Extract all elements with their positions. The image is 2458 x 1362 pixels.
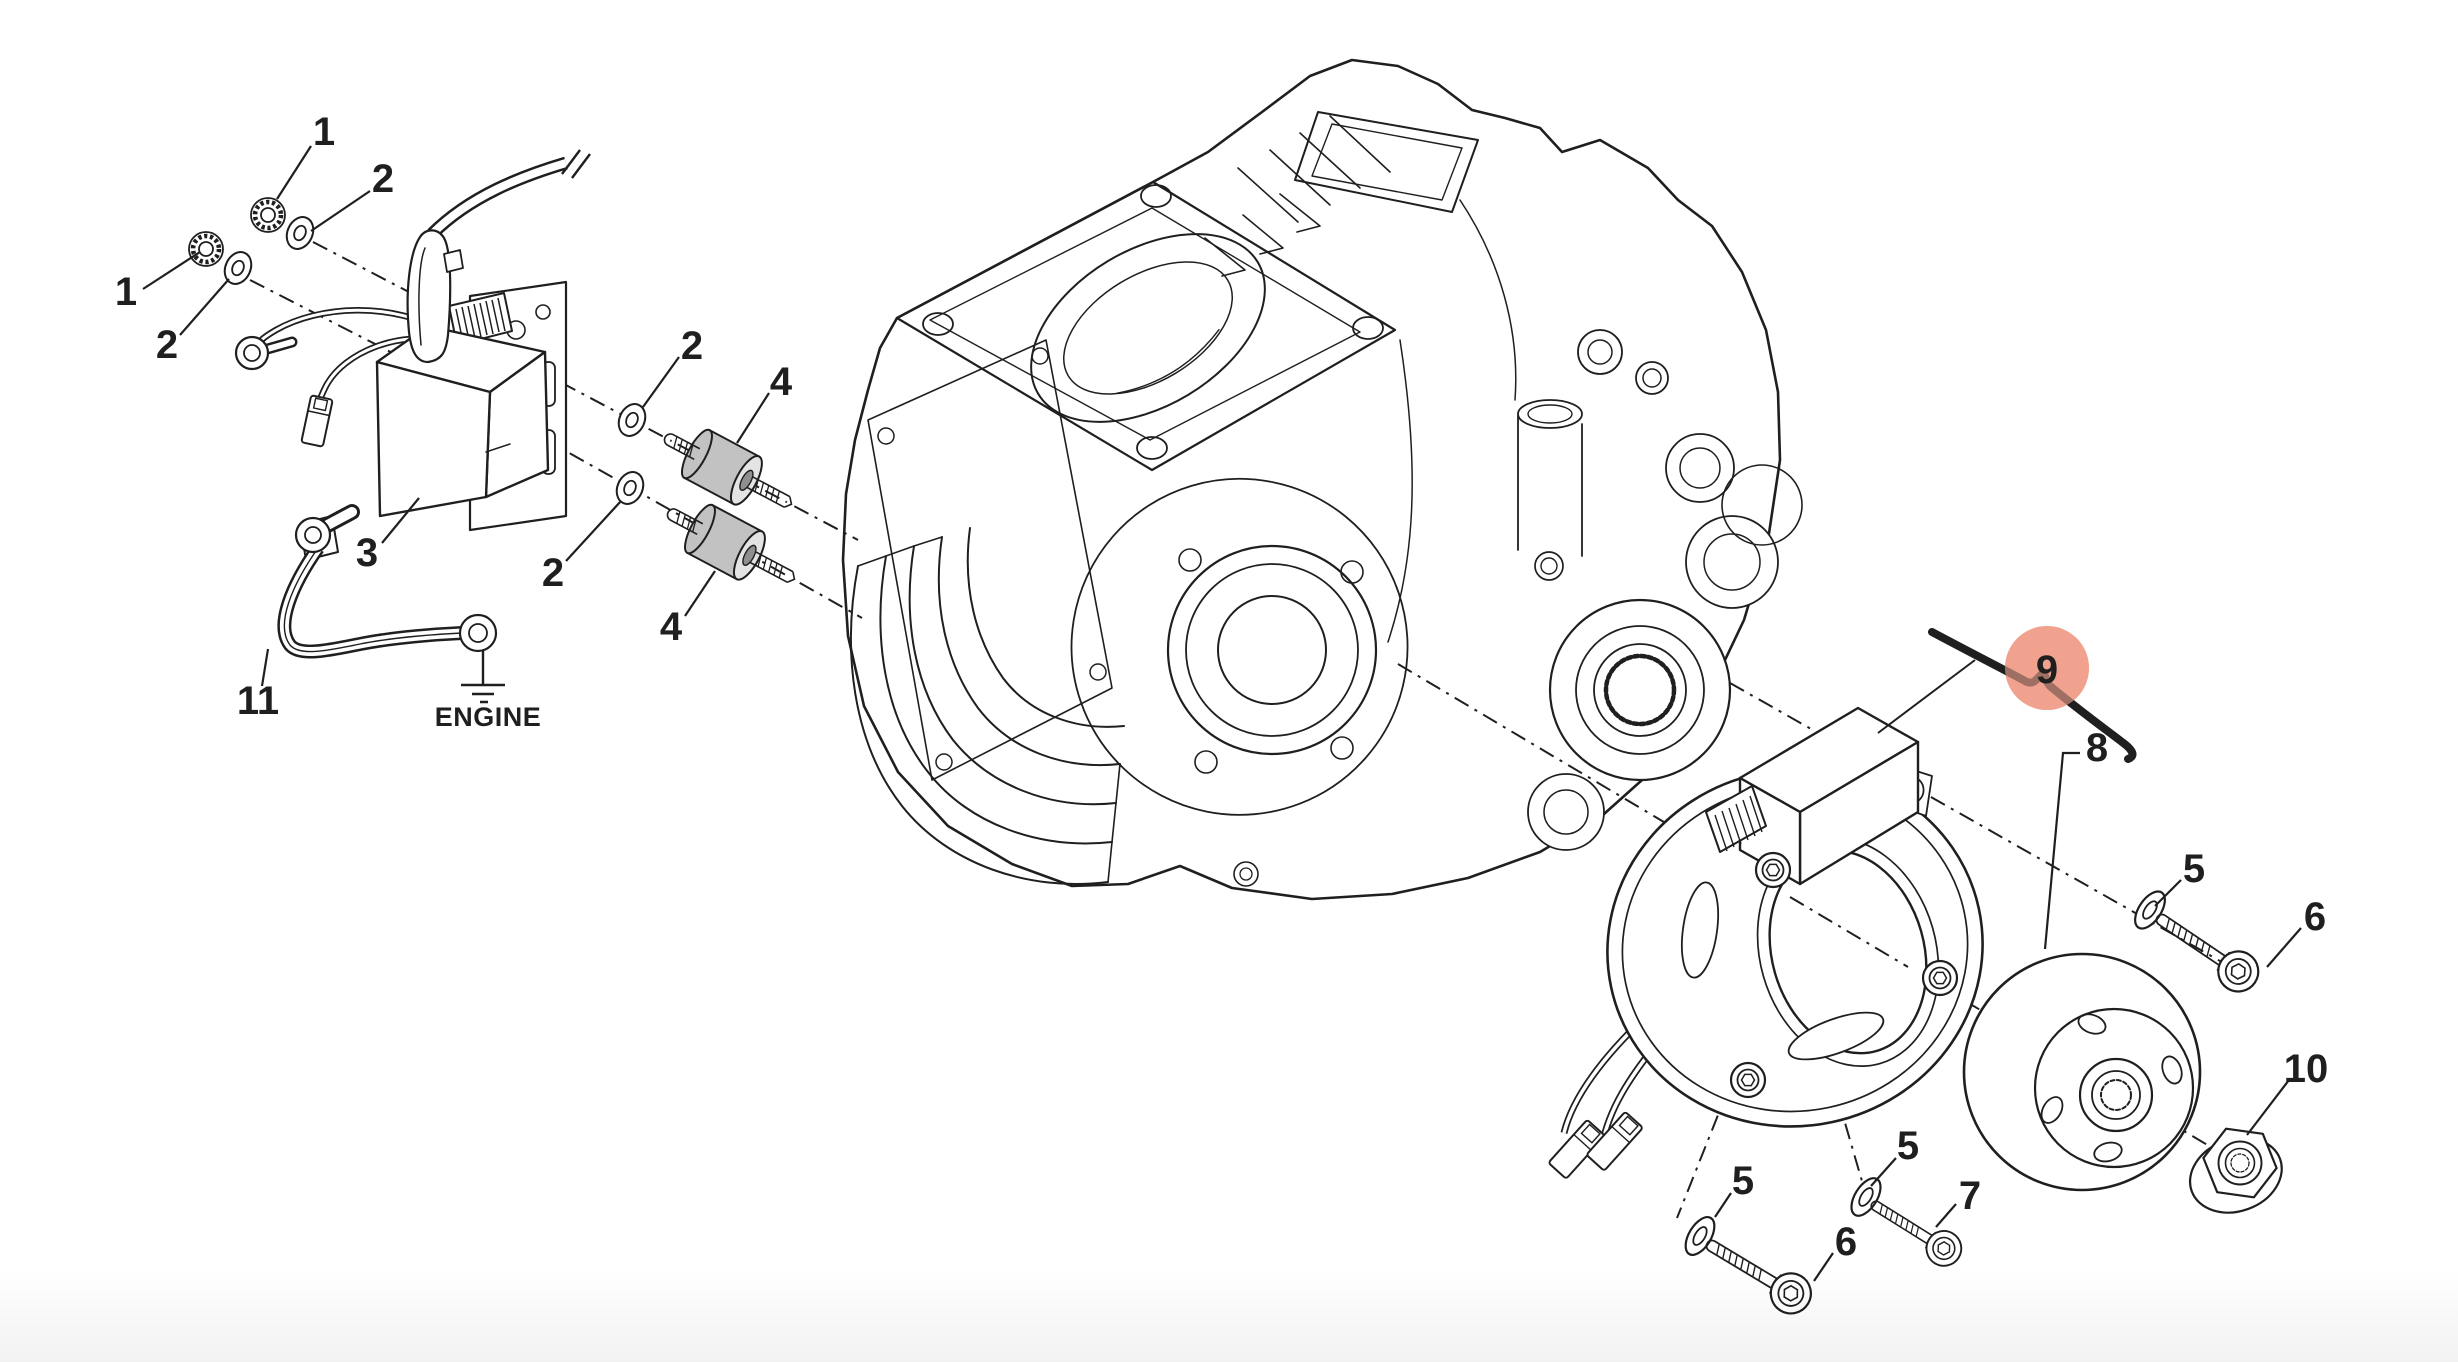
stator-wires	[1548, 1005, 1673, 1179]
bullet-connector	[1586, 1111, 1643, 1171]
pickup-coil-box	[1738, 706, 1920, 886]
stator-bolt-right	[1921, 959, 1959, 997]
callout-10: 10	[2284, 1047, 2329, 1091]
callout-2-b: 2	[156, 323, 178, 367]
bolt6-bottom	[1695, 1224, 1820, 1322]
leader-lines	[142, 145, 2302, 1282]
washer5-top	[2128, 885, 2172, 935]
wire-break-symbol	[561, 149, 591, 179]
engine-crankcase-drawing	[841, 58, 1803, 901]
callout-8: 8	[2086, 726, 2108, 770]
rubber-mount-lower	[654, 487, 809, 605]
highlighted-part-9[interactable]: 9	[1928, 626, 2137, 763]
callout-1-a: 1	[313, 110, 335, 154]
bullet-connector	[1548, 1119, 1605, 1179]
callout-5-a: 5	[2183, 847, 2205, 891]
cooling-fins	[849, 527, 1125, 885]
callout-6-b: 6	[1835, 1220, 1857, 1264]
ignition-coil-group	[189, 149, 591, 704]
stator-finned-block	[1705, 785, 1767, 853]
callout-1-b: 1	[115, 270, 137, 314]
flywheel-nut	[2188, 1127, 2283, 1214]
bolt6-top	[2145, 899, 2268, 1001]
callout-2-d: 2	[542, 551, 564, 595]
coil-lead-wires	[234, 307, 450, 448]
callout-2-c: 2	[681, 324, 703, 368]
flywheel-rotor-group	[1962, 952, 2202, 1192]
spade-connector	[300, 394, 334, 448]
callout-5-c: 5	[1732, 1159, 1754, 1203]
ground-strap	[277, 504, 498, 659]
stator-bolt-bottom	[1729, 1061, 1767, 1099]
ignition-coil-body	[375, 324, 550, 518]
ground-symbol	[461, 651, 505, 704]
stator-plate-group	[1548, 706, 1984, 1179]
callout-4-b: 4	[660, 605, 683, 649]
callout-9-highlighted[interactable]: 9	[2036, 648, 2058, 692]
callout-2-a: 2	[372, 157, 394, 201]
flange-nut-top	[251, 198, 285, 232]
spark-plug-boot	[406, 149, 591, 364]
washer-mid-lower	[610, 466, 650, 510]
engine-ground-label: ENGINE	[435, 702, 542, 732]
highlight-circle-tint	[2005, 626, 2089, 710]
washer5-bottom	[1678, 1211, 1722, 1261]
stator-bolt-top	[1754, 851, 1792, 889]
callout-11: 11	[237, 679, 279, 723]
callout-labels: 1 2 1 2 2 4 2 4 3 11 8 5 6 10 5 7 5 6	[115, 110, 2328, 1264]
flange-nut-left	[189, 232, 223, 266]
callout-4-a: 4	[770, 360, 793, 404]
callout-3: 3	[356, 531, 378, 575]
callout-7: 7	[1959, 1174, 1981, 1218]
washer-top	[280, 211, 320, 255]
bolt7	[1861, 1187, 1969, 1274]
part9-locator-line	[1877, 659, 1976, 734]
callout-6-a: 6	[2304, 895, 2326, 939]
callout-5-b: 5	[1897, 1124, 1919, 1168]
